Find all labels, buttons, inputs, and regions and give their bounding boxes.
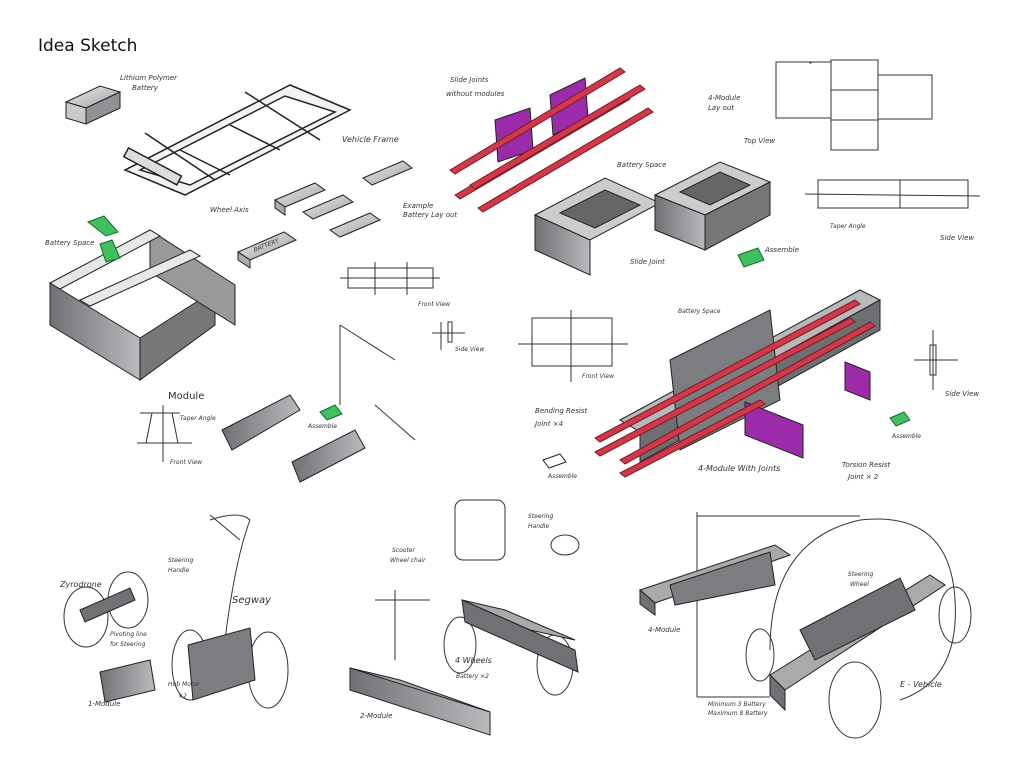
label-handle-segway: Handle (168, 567, 190, 574)
label-front-view-right: Front View (582, 373, 615, 380)
label-torsion-resist: Torsion Resist (842, 461, 891, 469)
label-front-view-mid: Front View (418, 301, 451, 308)
label-4-module-layout: 4-Module (708, 94, 741, 102)
taper-joint-drawing (221, 394, 366, 483)
label-for-steering: for Steering (110, 641, 146, 648)
label-maximum-battery: Maximum 8 Battery (708, 710, 768, 717)
label-4-wheels: 4 Wheels (455, 656, 492, 665)
label-2-module: 2-Module (360, 712, 393, 720)
front-view-right-drawing (518, 310, 958, 390)
e-vehicle-drawing (696, 512, 972, 739)
label-side-view-top: Side View (940, 234, 975, 242)
label-bending-resist: Bending Resist (535, 407, 588, 415)
label-lithium-battery-2: Battery (132, 84, 158, 92)
label-zyrodrone: Zyrodrone (60, 580, 102, 589)
label-layout: Lay out (708, 104, 735, 112)
label-4-module-with-joints: 4-Module With Joints (698, 464, 781, 473)
label-battery-x2: Battery ×2 (456, 673, 489, 680)
slide-joints-drawing (449, 67, 654, 213)
label-battery-space-mid: Battery Space (678, 308, 721, 315)
label-example: Example (403, 202, 434, 210)
label-lithium-battery: Lithium Polymer (120, 74, 178, 82)
label-assemble-4: Assemble (892, 433, 922, 440)
label-wheel-axis: Wheel Axis (210, 206, 249, 214)
label-taper-angle-right: Taper Angle (830, 223, 866, 230)
label-e-vehicle: E - Vehicle (900, 680, 942, 689)
label-bending-joint: Joint ×4 (535, 420, 564, 428)
label-slide-joints: Slide Joints (450, 76, 489, 84)
label-hub-motor-count: ×2 (178, 693, 187, 700)
scooter-drawing (375, 499, 580, 696)
e-vehicle-module-drawing (639, 544, 946, 712)
battery-layout-drawing (236, 160, 413, 269)
slide-joint-boxes-drawing (533, 161, 772, 276)
label-assemble-2: Assemble (308, 423, 338, 430)
label-steering-scooter: Steering (528, 513, 554, 520)
label-hub-motor: Hub Motor (168, 681, 200, 688)
label-assemble-3: Assemble (548, 473, 578, 480)
label-wheel-chair: Wheel chair (390, 557, 426, 564)
side-view-drawing (804, 179, 981, 209)
module-front-view-drawing (137, 405, 192, 462)
label-front-view-left: Front View (170, 459, 203, 466)
label-pivoting: Pivoting line (110, 631, 147, 638)
segway-module-drawing (79, 587, 256, 703)
four-module-top-view (775, 59, 933, 151)
lithium-battery-drawing (64, 85, 122, 125)
label-wheel: Wheel (850, 581, 869, 588)
label-battery-space-left: Battery Space (45, 239, 95, 247)
label-top-view: Top View (744, 137, 776, 145)
battery-space-module-drawing (48, 229, 236, 381)
label-slide-joint: Slide Joint (630, 258, 665, 266)
label-4-module: 4-Module (648, 626, 681, 634)
label-side-view-mid: Side View (455, 346, 485, 353)
label-steering-wheel: Steering (848, 571, 874, 578)
assemble-outline-icon (542, 453, 567, 469)
vehicle-frame-drawing (122, 84, 352, 196)
label-module: Module (168, 391, 205, 402)
scooter-module-drawing (349, 599, 579, 736)
front-view-joint-drawing (339, 262, 465, 441)
label-1-module: 1-Module (88, 700, 121, 708)
label-taper-angle-left: Taper Angle (180, 415, 216, 422)
four-module-with-joints-drawing (594, 289, 882, 478)
label-side-view-right: Side View (945, 390, 980, 398)
assemble-arrow-icons (86, 215, 911, 427)
label-segway: Segway (232, 595, 272, 606)
label-battery-space-top: Battery Space (617, 161, 667, 169)
label-assemble-1: Assemble (765, 246, 799, 254)
label-vehicle-frame: Vehicle Frame (342, 135, 399, 144)
label-steering-segway: Steering (168, 557, 194, 564)
label-scooter: Scooter (392, 547, 415, 554)
label-battery-layout: Battery Lay out (403, 211, 458, 219)
label-without-modules: without modules (446, 90, 505, 98)
label-handle-scooter: Handle (528, 523, 550, 530)
label-minimum-battery: Minimum 3 Battery (708, 701, 766, 708)
page-title: Idea Sketch (38, 36, 138, 56)
label-torsion-joint: Joint × 2 (848, 473, 879, 481)
